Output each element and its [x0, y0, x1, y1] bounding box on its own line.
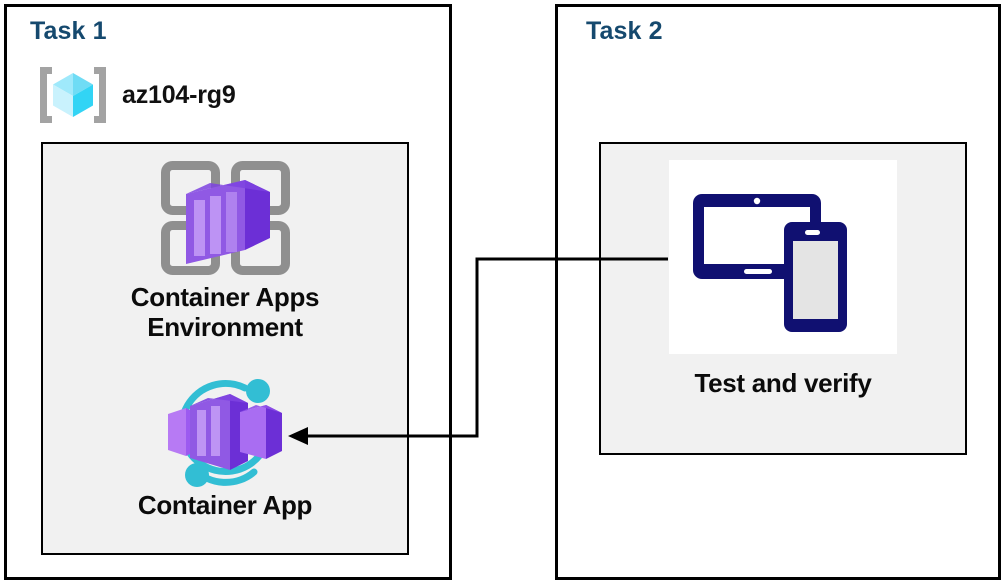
container-app-icon — [150, 372, 300, 490]
container-apps-environment-resource: Container Apps Environment — [43, 154, 407, 342]
container-apps-environment-box: Container Apps Environment — [41, 142, 409, 555]
task-2-title: Task 2 — [586, 17, 663, 45]
container-app-resource: Container App — [43, 372, 407, 520]
test-and-verify-box: Test and verify — [599, 142, 967, 455]
resource-group-label: az104-rg9 — [122, 80, 236, 109]
test-and-verify-resource: Test and verify — [601, 160, 965, 398]
container-app-caption: Container App — [137, 490, 313, 520]
devices-test-icon — [688, 177, 878, 337]
devices-icon-plate — [669, 160, 897, 354]
resource-group-icon — [36, 63, 110, 127]
test-and-verify-caption: Test and verify — [694, 368, 872, 398]
container-apps-environment-icon — [150, 154, 300, 282]
resource-group-row: az104-rg9 — [36, 60, 376, 130]
task-1-title: Task 1 — [30, 17, 107, 45]
container-apps-environment-caption: Container Apps Environment — [130, 282, 320, 343]
